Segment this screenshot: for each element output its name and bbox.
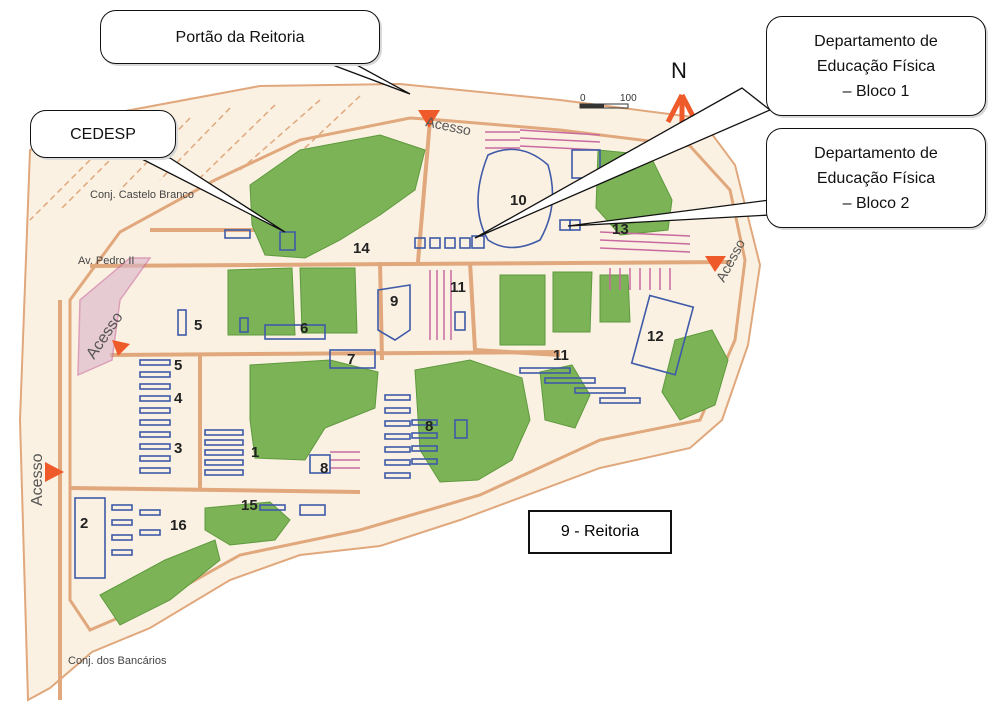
block-8b: 8	[320, 460, 328, 477]
callout-portao-da-reitoria: Portão da Reitoria	[100, 10, 380, 64]
label-av-pedro-ii: Av. Pedro II	[78, 255, 134, 267]
callout-cedesp: CEDESP	[30, 110, 176, 158]
access-label-left-lower: Acesso	[29, 453, 46, 506]
callout-bloco1-line1: Departamento de	[814, 32, 938, 50]
block-4: 4	[174, 390, 183, 407]
legend-reitoria-text: 9 - Reitoria	[560, 523, 640, 540]
callout-bloco2-line3: – Bloco 2	[842, 194, 910, 212]
access-arrows	[45, 110, 726, 482]
callout-bloco2-line2: Educação Física	[816, 169, 936, 187]
access-arrow-top	[418, 110, 440, 128]
forest-areas	[99, 134, 729, 626]
block-11b: 11	[553, 347, 569, 364]
label-conj-bancarios: Conj. dos Bancários	[68, 655, 167, 667]
access-arrow-left-lower	[45, 462, 64, 482]
building-row-centre	[204, 429, 244, 476]
block-14: 14	[353, 240, 370, 257]
block-15: 15	[241, 497, 258, 514]
block-9: 9	[390, 293, 398, 310]
buildings	[74, 148, 695, 579]
parking-areas	[77, 129, 691, 469]
building-row-8	[384, 394, 438, 479]
callout-cedesp-text: CEDESP	[70, 125, 136, 143]
label-conj-castelo-branco: Conj. Castelo Branco	[90, 189, 194, 201]
block-5a: 5	[194, 317, 202, 334]
block-6: 6	[300, 320, 308, 337]
callout-bloco1-line3: – Bloco 1	[842, 82, 910, 100]
block-7: 7	[347, 351, 355, 368]
callout-bloco1-line2: Educação Física	[816, 57, 936, 75]
block-1: 1	[251, 444, 259, 461]
block-12: 12	[647, 328, 664, 345]
legend-reitoria: 9 - Reitoria	[528, 510, 672, 554]
block-13: 13	[612, 221, 629, 238]
block-11a: 11	[450, 279, 466, 296]
block-5b: 5	[174, 357, 182, 374]
building-row-11	[519, 367, 641, 404]
access-arrow-left-upper	[112, 340, 130, 356]
callout-portao-text: Portão da Reitoria	[175, 28, 305, 46]
callout-pointers	[139, 63, 772, 239]
block-16: 16	[170, 517, 187, 534]
block-10: 10	[510, 192, 527, 209]
block-8a: 8	[425, 418, 433, 435]
block-3: 3	[174, 440, 182, 457]
building-row-left	[139, 359, 171, 474]
block-2: 2	[80, 515, 88, 532]
callout-bloco-1: Departamento de Educação Física – Bloco …	[766, 16, 986, 116]
block-numbers: 1 2 3 4 5 5 6 7 8 8 9 10 11 11 12 13 14 …	[80, 192, 664, 534]
scale-bar: 0 100	[579, 93, 637, 109]
callout-bloco2-line1: Departamento de	[814, 144, 938, 162]
callout-bloco-2: Departamento de Educação Física – Bloco …	[766, 128, 986, 228]
scale-start: 0	[580, 93, 586, 104]
scale-end: 100	[620, 93, 637, 104]
access-arrow-right	[705, 256, 726, 272]
north-label: N	[671, 58, 687, 83]
